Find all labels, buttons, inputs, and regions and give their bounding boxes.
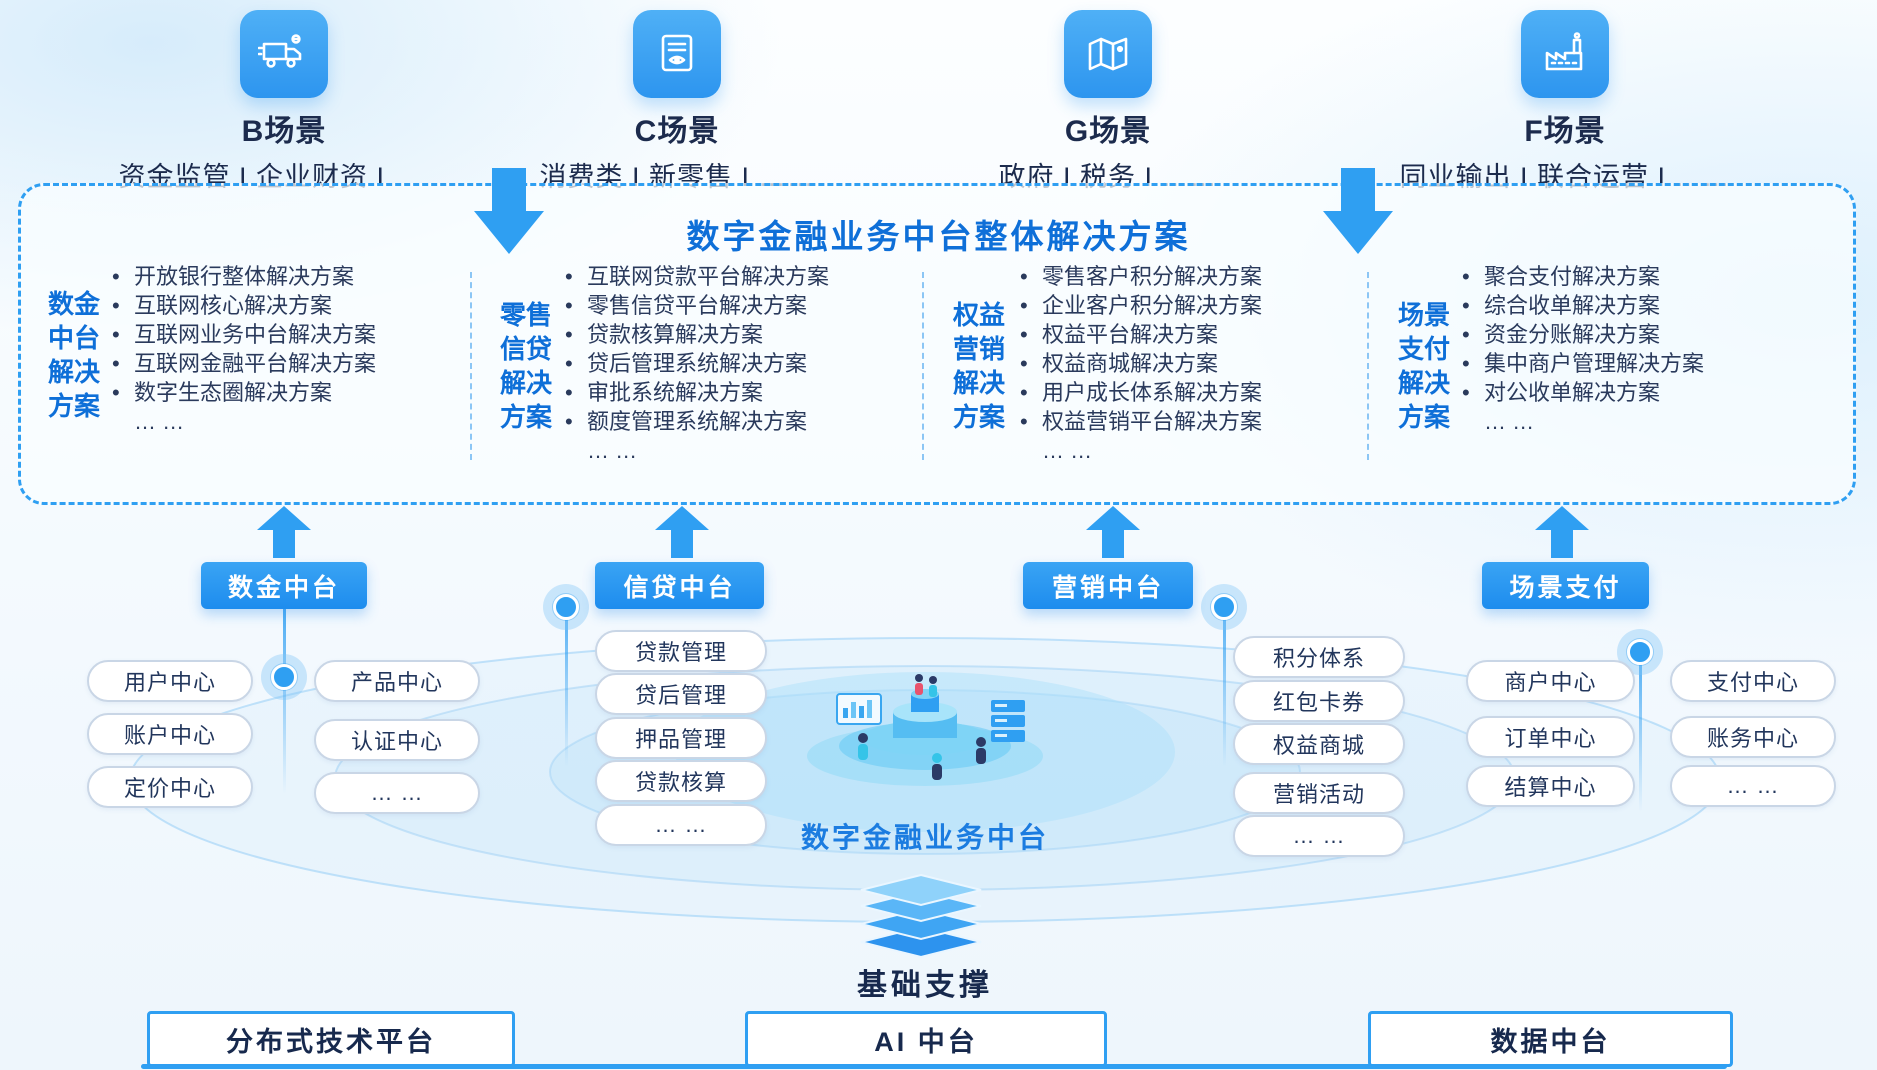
layers-stack-icon (860, 874, 982, 959)
foundation-box-data-platform: 数据中台 (1368, 1011, 1733, 1067)
center-pill: 支付中心 (1670, 660, 1836, 702)
connector-line (1223, 607, 1226, 767)
solution-list: 零售客户积分解决方案 企业客户积分解决方案 权益平台解决方案 权益商城解决方案 … (1020, 262, 1262, 465)
platform-btn-shujin: 数金中台 (201, 562, 367, 609)
solution-item: 资金分账解决方案 (1462, 320, 1704, 349)
connector-node (543, 584, 589, 630)
solution-item: 权益商城解决方案 (1020, 349, 1262, 378)
truck-icon (240, 10, 328, 98)
solution-more: … … (1042, 438, 1093, 463)
solution-item: 集中商户管理解决方案 (1462, 349, 1704, 378)
solution-item: 额度管理系统解决方案 (565, 407, 829, 436)
center-pill: … … (1233, 815, 1405, 857)
solution-list: 聚合支付解决方案 综合收单解决方案 资金分账解决方案 集中商户管理解决方案 对公… (1462, 262, 1704, 436)
column-label: 权益营销解决方案 (952, 300, 1005, 432)
solution-more: … … (1484, 409, 1535, 434)
solution-item: 企业客户积分解决方案 (1020, 291, 1262, 320)
solution-list: 开放银行整体解决方案 互联网核心解决方案 互联网业务中台解决方案 互联网金融平台… (112, 262, 376, 436)
solution-item: 开放银行整体解决方案 (112, 262, 376, 291)
scenario-title: F场景 (1524, 115, 1606, 148)
scenario-c: C场景 消费类 I 新零售 I …… (437, 10, 917, 194)
center-pill: 积分体系 (1233, 636, 1405, 678)
solution-item: 零售客户积分解决方案 (1020, 262, 1262, 291)
center-pill: 定价中心 (87, 766, 253, 808)
center-pill: 贷后管理 (595, 673, 767, 715)
panel-title: 数字金融业务中台整体解决方案 (686, 218, 1191, 255)
map-icon (1064, 10, 1152, 98)
solution-item: 互联网核心解决方案 (112, 291, 376, 320)
center-pill: 产品中心 (314, 660, 480, 702)
solution-item: 互联网金融平台解决方案 (112, 349, 376, 378)
center-pill: 账务中心 (1670, 716, 1836, 758)
column-divider (922, 272, 924, 460)
up-arrow-icon (1535, 506, 1589, 558)
scenario-title: G场景 (1064, 115, 1152, 148)
center-pill: 结算中心 (1466, 765, 1635, 807)
platform-illustration (807, 674, 1043, 786)
center-platform-label: 数字金融业务中台 (800, 822, 1049, 853)
platform-btn-xindai: 信贷中台 (595, 562, 764, 609)
column-label: 场景支付解决方案 (1397, 300, 1450, 432)
center-pill: 订单中心 (1466, 716, 1635, 758)
center-pill: … … (595, 804, 767, 846)
center-pill: … … (314, 772, 480, 814)
connector-line (565, 607, 568, 767)
down-arrow-icon (1323, 168, 1393, 254)
receipt-icon (633, 10, 721, 98)
platform-btn-zhifu: 场景支付 (1482, 562, 1649, 609)
center-pill: 押品管理 (595, 717, 767, 759)
foundation-box-ai-platform: AI 中台 (745, 1011, 1107, 1067)
center-pill: 账户中心 (87, 713, 253, 755)
center-pill: 贷款核算 (595, 760, 767, 802)
scenario-title: B场景 (241, 115, 327, 148)
connector-line (1639, 652, 1642, 812)
solution-item: 互联网业务中台解决方案 (112, 320, 376, 349)
solution-item: 权益营销平台解决方案 (1020, 407, 1262, 436)
center-pill: 贷款管理 (595, 630, 767, 672)
solution-item: 贷后管理系统解决方案 (565, 349, 829, 378)
factory-icon (1521, 10, 1609, 98)
center-pill: 用户中心 (87, 660, 253, 702)
center-pill: 营销活动 (1233, 772, 1405, 814)
up-arrow-icon (655, 506, 709, 558)
center-pill: 认证中心 (314, 719, 480, 761)
platform-btn-yingxiao: 营销中台 (1023, 562, 1193, 609)
solution-more: … … (134, 409, 185, 434)
scenario-f: F场景 同业输出 I 联合运营 I …… (1325, 10, 1805, 194)
column-divider (470, 272, 472, 460)
center-pill: 红包卡券 (1233, 680, 1405, 722)
solution-item: 用户成长体系解决方案 (1020, 378, 1262, 407)
connector-node (1201, 584, 1247, 630)
down-arrow-icon (474, 168, 544, 254)
solution-item: 权益平台解决方案 (1020, 320, 1262, 349)
up-arrow-icon (1086, 506, 1140, 558)
connector-node (261, 654, 307, 700)
column-divider (1367, 272, 1369, 460)
solution-more: … … (587, 438, 638, 463)
column-label: 数金中台解决方案 (47, 289, 100, 421)
solution-item: 零售信贷平台解决方案 (565, 291, 829, 320)
scenario-title: C场景 (634, 115, 720, 148)
foundation-box-distributed-platform: 分布式技术平台 (147, 1011, 515, 1067)
connector-line (283, 609, 286, 794)
solution-item: 数字生态圈解决方案 (112, 378, 376, 407)
solution-item: 聚合支付解决方案 (1462, 262, 1704, 291)
solution-item: 贷款核算解决方案 (565, 320, 829, 349)
bottom-accent-line (141, 1064, 1727, 1069)
scenario-g: G场景 政府 I 税务 I …… (868, 10, 1348, 194)
solution-list: 互联网贷款平台解决方案 零售信贷平台解决方案 贷款核算解决方案 贷后管理系统解决… (565, 262, 829, 465)
solution-item: 对公收单解决方案 (1462, 378, 1704, 407)
up-arrow-icon (257, 506, 311, 558)
center-pill: 权益商城 (1233, 723, 1405, 765)
center-pill: … … (1670, 765, 1836, 807)
column-label: 零售信贷解决方案 (499, 300, 552, 432)
solution-item: 审批系统解决方案 (565, 378, 829, 407)
foundation-label: 基础支撑 (857, 969, 993, 1002)
solution-item: 互联网贷款平台解决方案 (565, 262, 829, 291)
center-pill: 商户中心 (1466, 660, 1635, 702)
solution-item: 综合收单解决方案 (1462, 291, 1704, 320)
